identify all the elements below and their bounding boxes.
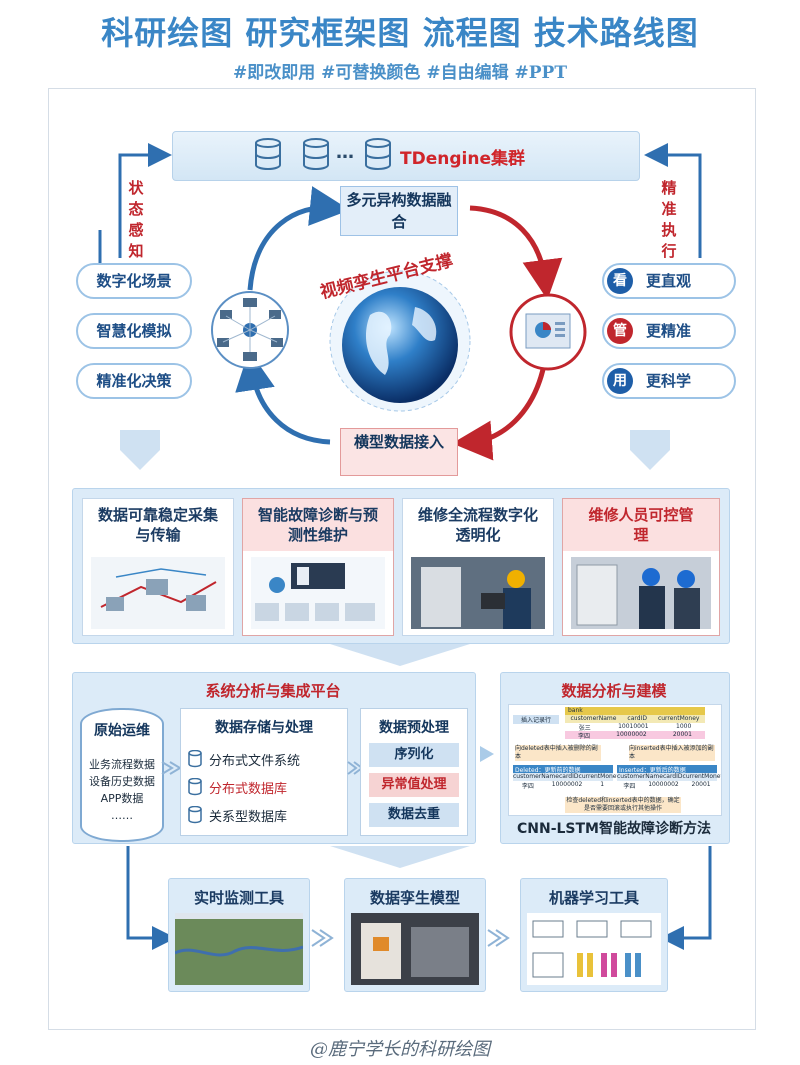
tool-card-ml: 机器学习工具: [520, 878, 668, 992]
network-nodes-icon: [211, 291, 289, 369]
raw-item: 设备历史数据: [89, 775, 155, 788]
storage-title: 数据存储与处理: [215, 720, 313, 736]
card-header-bg: [563, 499, 719, 551]
dashboard-icon: [509, 293, 587, 371]
app-card-title: 维修全流程数字化透明化: [417, 506, 538, 544]
system-title: 系统分析与集成平台: [205, 682, 341, 700]
app-card-diagnosis: 智能故障诊断与预测性维护: [242, 498, 394, 636]
arrow-right-icon: [161, 761, 182, 775]
database-icon: [255, 138, 281, 171]
down-arrow-to-system: [330, 644, 470, 666]
ml-architecture-diagram: [527, 913, 661, 985]
database-icons: [255, 138, 391, 171]
bottom-connectors: [126, 846, 712, 950]
tool-title: 机器学习工具: [548, 889, 639, 907]
top-connector-arrows: [98, 0, 702, 470]
page-subtitle: #即改即用 #可替换颜色 #自由编辑 #PPT: [233, 63, 567, 83]
precise-execution-label: 精准执行: [661, 179, 677, 260]
arrow-right-icon: [480, 746, 494, 762]
storage-box: 数据存储与处理 分布式文件系统 分布式数据库 关系型数据库: [180, 708, 348, 836]
analysis-caption: CNN-LSTM智能故障诊断方法: [516, 821, 711, 837]
inserted-note: 向inserted表中插入被添加的副本: [629, 745, 715, 761]
database-icon: [303, 138, 329, 171]
app-card-title: 数据可靠稳定采集与传输: [97, 506, 218, 544]
deleted-title: Deleted：更新前的数据: [513, 765, 613, 774]
storage-item-label: 分布式数据库: [209, 781, 288, 797]
dedup-item: 数据去重: [369, 803, 459, 827]
app-card-title: 智能故障诊断与预测性维护: [257, 506, 378, 544]
more-precise-pill: 管 更精准: [602, 313, 736, 349]
maintenance-workers-photo: [571, 557, 711, 629]
storage-item-label: 分布式文件系统: [209, 753, 301, 769]
storage-list: 分布式文件系统 分布式数据库 关系型数据库: [187, 745, 300, 829]
storage-item-label: 关系型数据库: [209, 809, 288, 825]
tool-card-twin: 数据孪生模型: [344, 878, 486, 992]
storage-item: 分布式数据库: [187, 773, 300, 801]
raw-item: ……: [111, 809, 133, 822]
precise-decision-pill: 精准化决策: [76, 363, 192, 399]
serialization-item: 序列化: [369, 743, 459, 767]
raw-ops-title: 原始运维: [94, 723, 150, 739]
app-card-collection: 数据可靠稳定采集与传输: [82, 498, 234, 636]
more-intuitive-pill: 看 更直观: [602, 263, 736, 299]
tool-title: 数据孪生模型: [369, 889, 460, 907]
robot-worker-photo: [411, 557, 545, 629]
deleted-note: 向deleted表中插入被删除的副本: [515, 745, 601, 761]
preprocess-title: 数据预处理: [379, 720, 449, 736]
card-header-bg: [243, 499, 393, 551]
tool-card-monitoring: 实时监测工具: [168, 878, 310, 992]
database-icon: [188, 750, 202, 768]
tool-title: 实时监测工具: [193, 889, 284, 907]
outlier-item: 异常值处理: [369, 773, 459, 797]
state-sensing-label: 状态感知: [128, 179, 144, 260]
pipeline-illustration: [91, 557, 225, 629]
cluster-ellipsis: …: [336, 142, 354, 163]
more-scientific-pill: 用 更科学: [602, 363, 736, 399]
globe-graphic: [329, 270, 471, 412]
raw-ops-cylinder: 原始运维 业务流程数据 设备历史数据 APP数据 ……: [80, 708, 164, 842]
raw-item: APP数据: [100, 792, 144, 805]
tdengine-cluster-bar: [172, 131, 640, 181]
use-badge: 用: [607, 368, 633, 394]
cluster-label: TDengine集群: [400, 149, 525, 169]
database-icon: [188, 806, 202, 824]
app-card-transparency: 维修全流程数字化透明化: [402, 498, 554, 636]
raw-ops-items: 业务流程数据 设备历史数据 APP数据 ……: [78, 756, 166, 824]
preprocess-box: 数据预处理 序列化 异常值处理 数据去重: [360, 708, 468, 836]
database-icon: [365, 138, 391, 171]
inserted-title: Inserted：更新后的数据: [617, 765, 717, 774]
insert-label: 插入记录行: [513, 715, 559, 724]
smart-simulation-pill: 智慧化模拟: [76, 313, 192, 349]
page-title: 科研绘图 研究框架图 流程图 技术路线图: [101, 14, 699, 52]
more-intuitive-label: 更直观: [646, 272, 692, 290]
footer-credit: @鹿宁学长的科研绘图: [310, 1039, 490, 1060]
storage-item: 分布式文件系统: [187, 745, 300, 773]
app-card-title: 维修人员可控管理: [588, 506, 694, 544]
model-data-access-box: 横型数据接入: [340, 428, 458, 476]
storage-item: 关系型数据库: [187, 801, 300, 829]
more-scientific-label: 更科学: [646, 372, 692, 390]
manage-badge: 管: [607, 318, 633, 344]
more-precise-label: 更精准: [646, 322, 692, 340]
look-badge: 看: [607, 268, 633, 294]
analysis-title: 数据分析与建模: [561, 682, 667, 700]
data-fusion-box: 多元异构数据融合: [340, 186, 458, 236]
raw-item: 业务流程数据: [89, 758, 155, 771]
map-screenshot: [175, 913, 303, 985]
bank-table-header: bank: [565, 707, 705, 715]
digital-scene-pill: 数字化场景: [76, 263, 192, 299]
diagnosis-illustration: [251, 557, 385, 629]
app-card-personnel: 维修人员可控管理: [562, 498, 720, 636]
database-icon: [188, 778, 202, 796]
twin-model-render: [351, 913, 479, 985]
check-note: 检查deleted和inserted表中的数据，确定是否需要回滚或执行其他操作: [565, 797, 681, 813]
